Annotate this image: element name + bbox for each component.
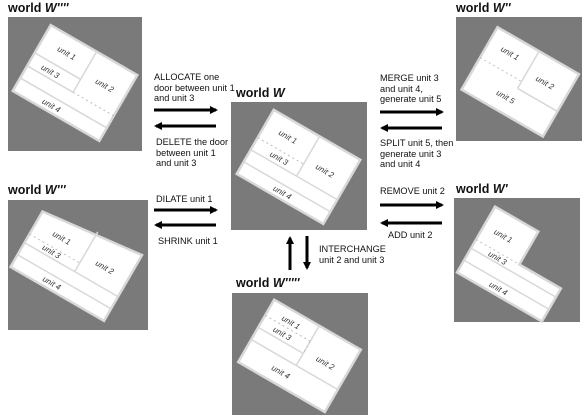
title-w-center: world W xyxy=(236,86,285,100)
op-interchange-label: INTERCHANGE unit 2 and unit 3 xyxy=(319,244,386,265)
op-shrink-label: SHRINK unit 1 xyxy=(158,236,218,246)
op-split-label: SPLIT unit 5, then generate unit 3 and u… xyxy=(380,138,454,169)
title-symbol: W'' xyxy=(492,1,511,15)
title-symbol: W'''' xyxy=(44,1,69,15)
title-word: world xyxy=(236,86,270,100)
title-symbol: W''' xyxy=(44,183,66,197)
title-w-mid-right: world W' xyxy=(456,182,508,196)
panel-w-mid-left: unit 1 unit 2 unit 3 unit 4 xyxy=(8,200,148,330)
title-w-bottom: world W''''' xyxy=(236,276,300,290)
op-add-label: ADD unit 2 xyxy=(388,230,433,240)
title-word: world xyxy=(8,183,42,197)
title-word: world xyxy=(236,276,270,290)
title-symbol: W xyxy=(272,86,285,100)
title-w-mid-left: world W''' xyxy=(8,183,66,197)
title-word: world xyxy=(456,1,490,15)
op-dilate-label: DILATE unit 1 xyxy=(156,194,213,204)
title-w-top-left: world W'''' xyxy=(8,1,69,15)
panel-w-bottom: unit 1 unit 3 unit 2 unit 4 xyxy=(232,293,368,415)
title-symbol: W''''' xyxy=(272,276,300,290)
op-merge-label: MERGE unit 3 and unit 4, generate unit 5 xyxy=(380,73,442,104)
title-word: world xyxy=(456,182,490,196)
op-allocate-label: ALLOCATE one door between unit 1 and uni… xyxy=(154,72,235,103)
op-delete-label: DELETE the door between unit 1 and unit … xyxy=(156,137,229,168)
title-w-top-right: world W'' xyxy=(456,1,511,15)
title-word: world xyxy=(8,1,42,15)
op-remove-label: REMOVE unit 2 xyxy=(380,186,445,196)
title-symbol: W' xyxy=(492,182,508,196)
panel-w-top-left: unit 1 unit 2 unit 3 unit 4 xyxy=(8,17,142,151)
panel-w-top-right: unit 1 unit 2 unit 5 xyxy=(456,17,582,141)
panel-w-mid-right: unit 1 unit 3 unit 4 xyxy=(454,198,580,324)
panel-w-center: unit 1 unit 2 unit 3 unit 4 xyxy=(231,102,367,230)
